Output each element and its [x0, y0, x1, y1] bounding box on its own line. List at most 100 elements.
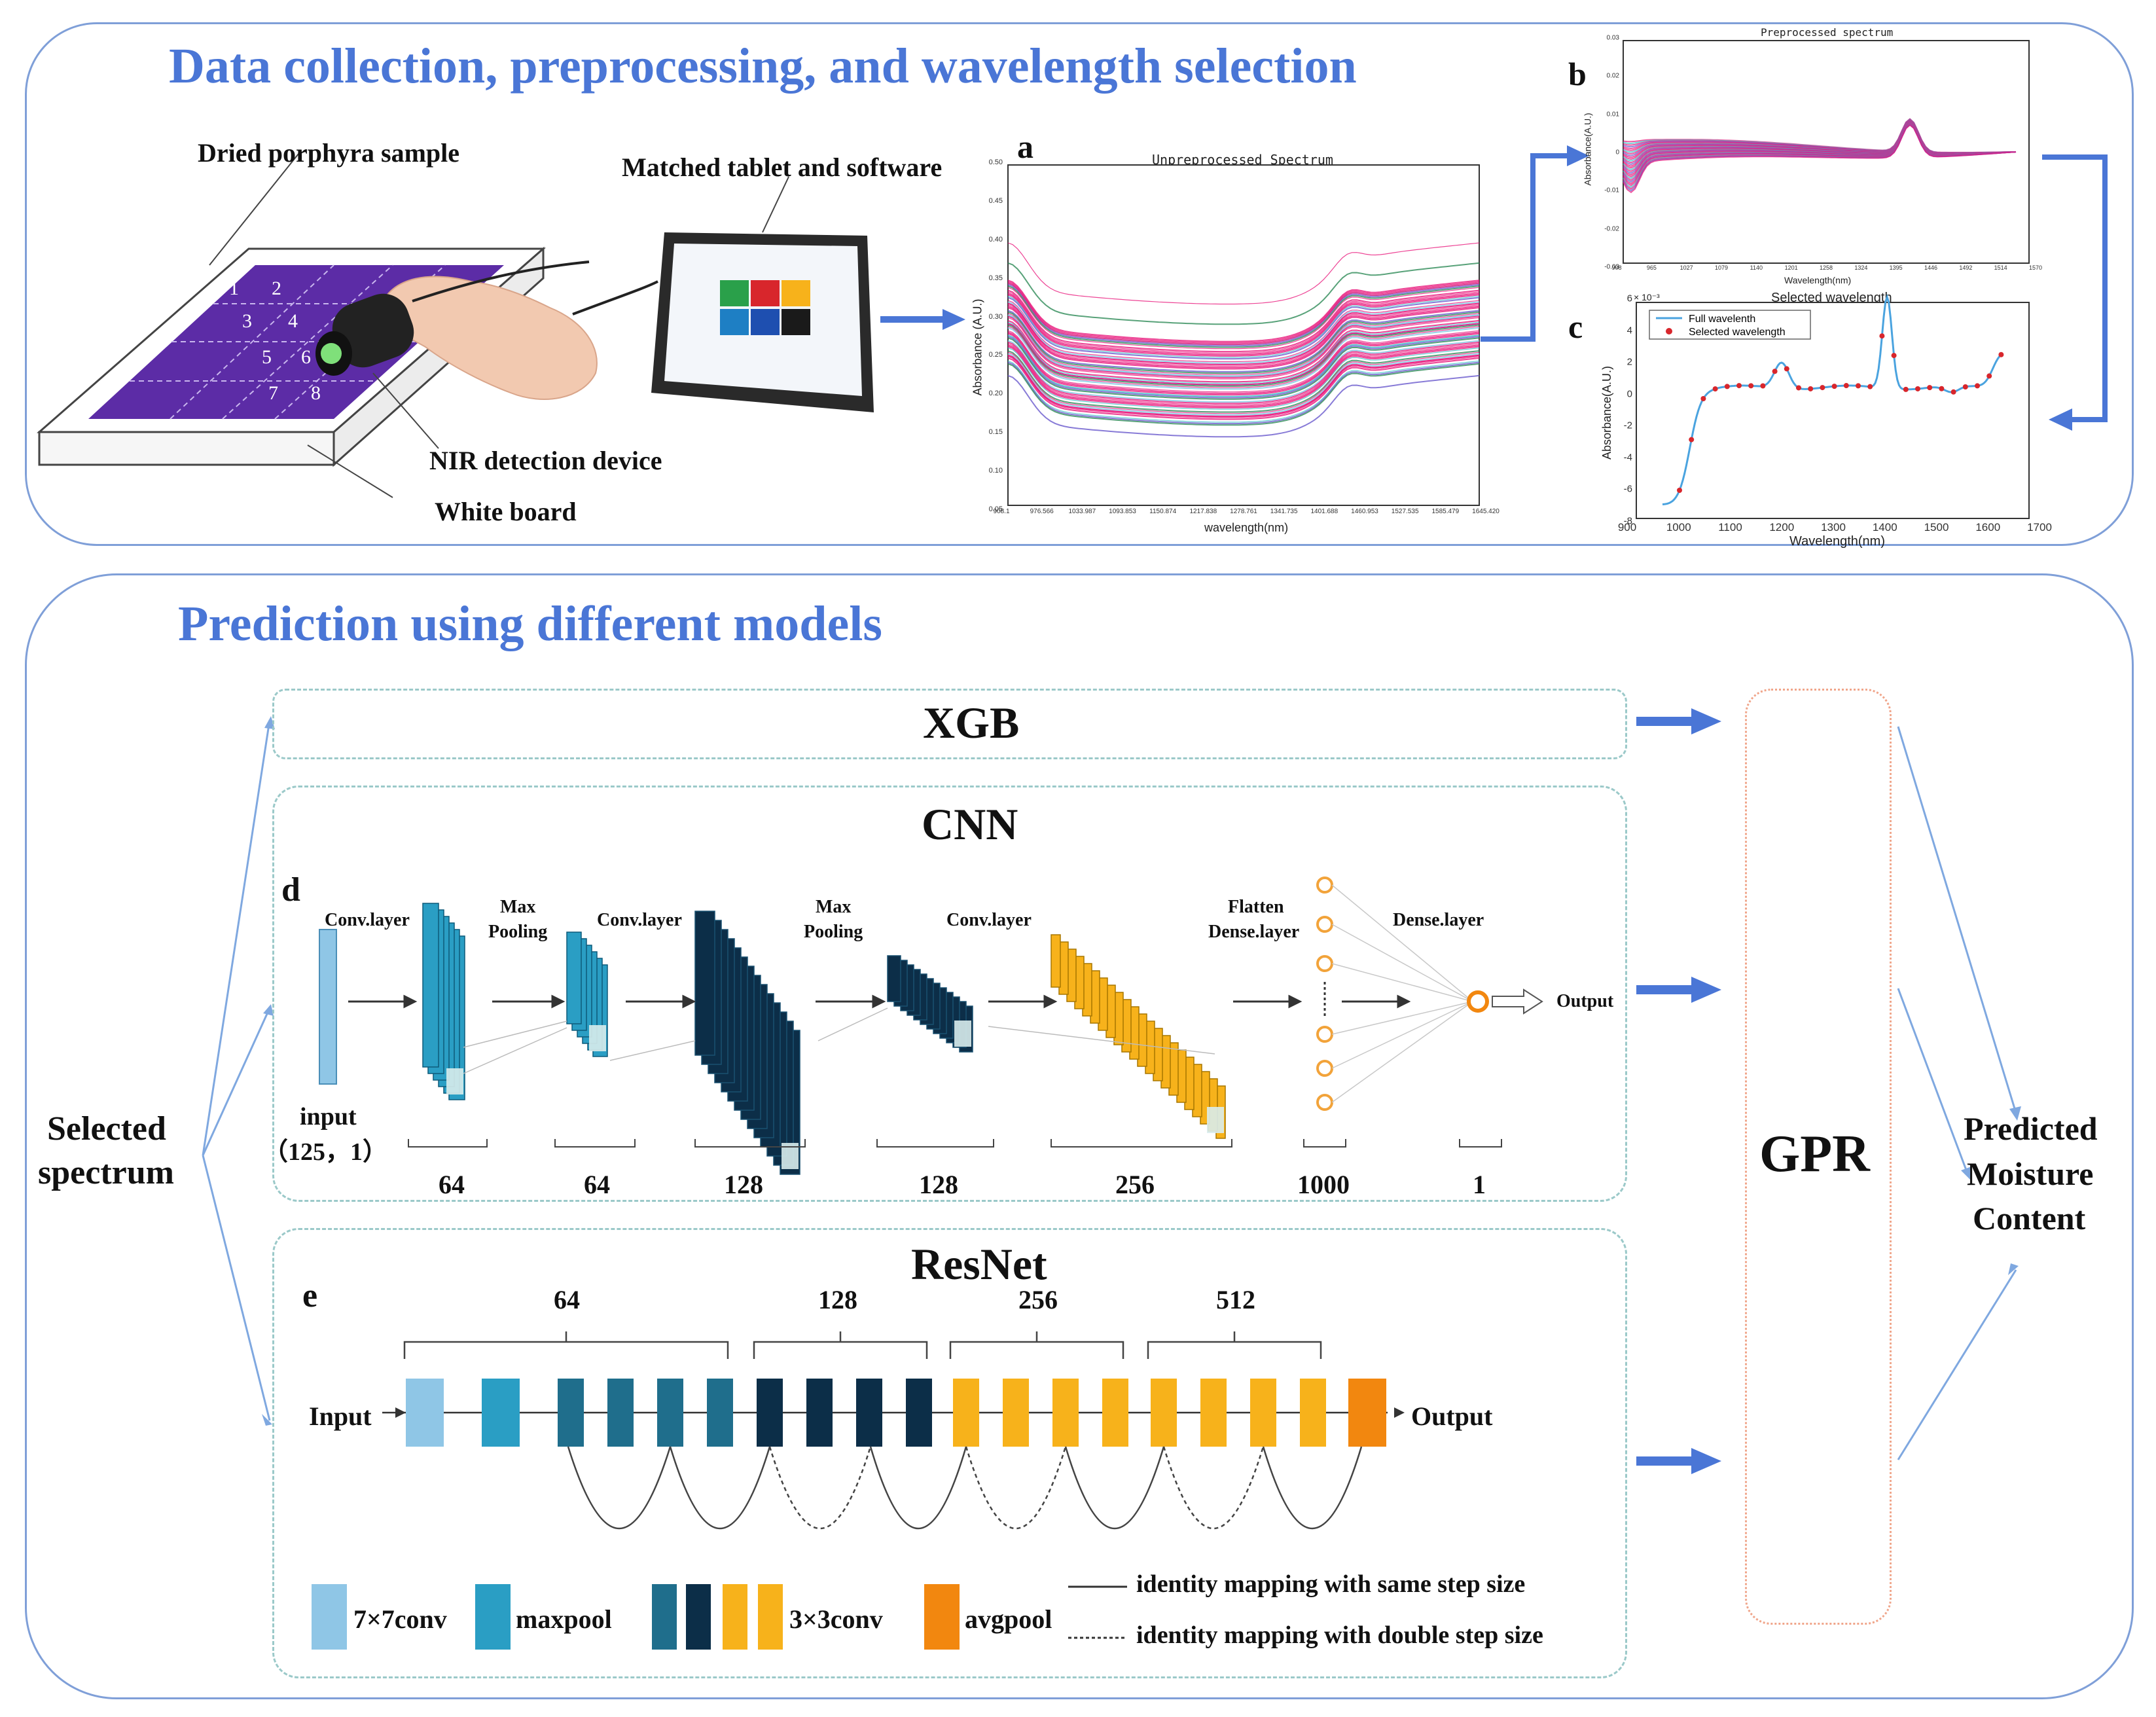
c-ytick-5: -4 [1623, 452, 1632, 463]
panel-b-plot [1623, 40, 2030, 264]
cnn-size-5: 1000 [1297, 1170, 1350, 1199]
resnet-output-label: Output [1411, 1401, 1493, 1431]
resnet-block [657, 1379, 683, 1447]
board-label: White board [435, 497, 577, 526]
selected-wavelength-point [1736, 383, 1742, 389]
size-bracket [694, 1139, 806, 1148]
identity-arc-same [1262, 1446, 1363, 1530]
selected-wavelength-point [1856, 383, 1861, 389]
resnet-block [856, 1379, 882, 1447]
spectrum-curve [1007, 314, 1480, 377]
spectrum-curve [1007, 294, 1480, 357]
spectrum-curve [1007, 301, 1480, 364]
app-tile-1 [720, 280, 749, 306]
legend-same-label: identity mapping with same step size [1136, 1570, 1526, 1598]
feature-map [422, 903, 439, 1068]
cnn-size-0: 64 [439, 1170, 465, 1199]
nir-device [315, 261, 590, 376]
spectrum-curve [1007, 354, 1480, 418]
bottom-panel [25, 573, 2134, 1699]
spectrum-curve [1007, 242, 1480, 305]
a-xtick-11: 1585.479 [1431, 508, 1460, 515]
c-ytick-1: 4 [1626, 325, 1632, 336]
spectrum-curve [1007, 283, 1480, 347]
cnn-output-label: Output [1556, 991, 1614, 1011]
grid-number-8: 8 [311, 382, 321, 404]
selected-wavelength-point [1962, 384, 1968, 389]
cnn-size-4: 256 [1115, 1170, 1155, 1199]
a-xtick-7: 1341.735 [1270, 508, 1298, 515]
spectrum-curve [1007, 337, 1480, 400]
arrow-to-c [2042, 154, 2108, 431]
app-tile-6 [782, 309, 810, 335]
a-ytick-7: 0.15 [988, 428, 1003, 437]
spectrum-curve [1007, 336, 1480, 399]
preprocessed-curve [1623, 124, 2017, 194]
feature-map [887, 955, 901, 1002]
identity-arc-same [869, 1446, 967, 1530]
spectrum-curve [1007, 357, 1480, 420]
spectrum-curve [1007, 321, 1480, 384]
cnn-title: CNN [922, 799, 1018, 849]
spectrum-curve [1007, 311, 1480, 374]
resnet-block [757, 1379, 783, 1447]
resnet-block [1052, 1379, 1079, 1447]
arrow-to-a [880, 309, 965, 330]
spectrum-curve [1007, 346, 1480, 408]
tablet-label: Matched tablet and software [622, 153, 943, 182]
cnn-label-pool1: Pooling [488, 922, 548, 942]
cnn-size-1: 64 [584, 1170, 610, 1199]
grid-number-7: 7 [268, 382, 278, 404]
resnet-block [1102, 1379, 1128, 1447]
grid-number-4: 4 [288, 310, 298, 332]
legend-avgpool-swatch [924, 1584, 960, 1650]
c-xtick-4: 1300 [1821, 521, 1846, 533]
spectrum-curve [1007, 319, 1480, 383]
b-ytick-6: -0.03 [1604, 263, 1619, 271]
spectrum-curve [1007, 348, 1480, 410]
tablet-illustration [572, 176, 874, 412]
c-xtick-6: 1500 [1924, 521, 1949, 533]
spectrum-curve [1007, 350, 1480, 413]
gpr-label: GPR [1759, 1125, 1870, 1183]
legend-7x7conv-label: 7×7conv [353, 1604, 447, 1634]
a-ytick-5: 0.25 [988, 351, 1003, 359]
spectrum-curve [1007, 341, 1480, 405]
legend-avgpool-label: avgpool [965, 1604, 1052, 1634]
b-xtick-6: 1258 [1819, 264, 1833, 271]
b-ytick-3: 0 [1615, 149, 1619, 156]
selected-wavelength-point [1927, 385, 1933, 391]
resnet-block [1348, 1379, 1386, 1447]
predicted-label-3: Content [1973, 1200, 2086, 1237]
panel-b-letter: b [1568, 56, 1587, 92]
cnn-input-bar [319, 929, 337, 1085]
c-ytick-6: -6 [1623, 483, 1632, 495]
size-bracket [876, 1139, 994, 1148]
top-panel [25, 22, 2134, 546]
selected-wavelength-point [1700, 395, 1706, 401]
spectrum-curve [1007, 361, 1480, 425]
panel-c-xlabel: Wavelength(nm) [1789, 534, 1885, 549]
spectrum-curve [1007, 324, 1480, 387]
spectrum-curve [1007, 291, 1480, 353]
spectrum-curve [1007, 344, 1480, 407]
b-xtick-3: 1079 [1714, 264, 1729, 271]
a-xtick-5: 1217.838 [1189, 508, 1217, 515]
b-ytick-2: 0.01 [1606, 111, 1619, 118]
spectrum-curve [1007, 282, 1480, 346]
panel-c-letter: c [1568, 308, 1583, 345]
resnet-block [1151, 1379, 1177, 1447]
cnn-label-conv1: Conv.layer [325, 910, 410, 930]
spectrum-curve [1007, 302, 1480, 365]
selected-wavelength-point [1843, 383, 1849, 389]
xgb-label: XGB [923, 698, 1020, 748]
identity-arc-double [965, 1446, 1067, 1530]
selected-wavelength-point [1689, 437, 1695, 443]
legend-7x7conv-swatch [312, 1584, 347, 1650]
